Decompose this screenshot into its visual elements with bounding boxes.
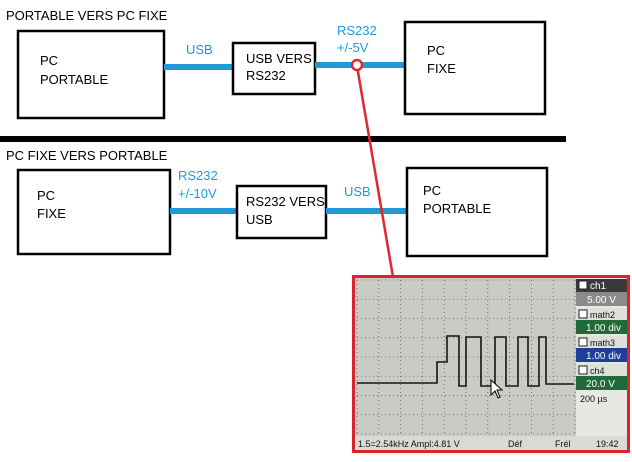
box-pc-portable-top	[16, 29, 166, 120]
box-pc-portable-bottom	[405, 166, 549, 258]
box-usb-to-rs232	[231, 41, 317, 96]
box-pc-fixe-top	[403, 20, 547, 116]
link-label-top-rs232: RS232	[337, 23, 377, 38]
channel-math3-value: 1.00 div	[586, 351, 621, 362]
scope-clock: 19:42	[596, 439, 619, 449]
channel-ch1-value-bg	[576, 292, 627, 306]
channel-ch4-header	[576, 364, 627, 376]
scope-waveform	[357, 335, 574, 387]
box-label-bottom-mid-2: USB	[246, 212, 273, 227]
box-label-bottom-left-2: FIXE	[37, 206, 66, 221]
scope-grid	[356, 279, 576, 435]
box-label-bottom-right-1: PC	[423, 183, 441, 198]
channel-ch1-header	[576, 279, 627, 292]
box-label-top-mid-1: USB VERS	[246, 51, 312, 66]
section-title-top: PORTABLE VERS PC FIXE	[6, 8, 168, 23]
link-label-bottom-usb: USB	[344, 184, 371, 199]
box-label-bottom-right-2: PORTABLE	[423, 201, 491, 216]
box-label-top-left-2: PORTABLE	[40, 72, 108, 87]
box-label-bottom-mid-1: RS232 VERS	[246, 194, 325, 209]
channel-math2-value: 1.00 div	[586, 323, 621, 334]
link-label-top-usb: USB	[186, 42, 213, 57]
channel-ch1-name: ch1	[590, 281, 607, 292]
channel-ch4-name: ch4	[590, 366, 605, 376]
link-label-top-voltage: +/-5V	[337, 40, 369, 55]
section-title-bottom: PC FIXE VERS PORTABLE	[6, 148, 168, 163]
channel-ch4-value-bg	[576, 376, 627, 390]
channel-ch4-value: 20.0 V	[586, 379, 615, 390]
diagram-fixe-to-portable: PC FIXE VERS PORTABLE PC FIXE RS232 +/-1…	[6, 148, 549, 258]
channel-math2-header	[576, 308, 627, 320]
scope-channel-math2[interactable]: math2 1.00 div	[576, 308, 627, 334]
channel-ch4-checkbox[interactable]	[578, 365, 588, 375]
box-pc-fixe-bottom	[16, 168, 172, 256]
box-label-bottom-left-1: PC	[37, 188, 55, 203]
mouse-cursor-icon	[490, 378, 504, 399]
channel-ch1-value: 5.00 V	[587, 295, 616, 306]
channel-math2-name: math2	[590, 310, 615, 320]
channel-math3-checkbox[interactable]	[578, 337, 588, 347]
scope-mode-frel[interactable]: Frél	[555, 439, 571, 449]
box-label-top-left-1: PC	[40, 53, 58, 68]
scope-mode-def[interactable]: Déf	[508, 439, 523, 449]
channel-math3-name: math3	[590, 338, 615, 348]
scope-channel-ch1[interactable]: ch1 5.00 V	[576, 279, 627, 306]
channel-math2-value-bg	[576, 320, 627, 334]
channel-math2-checkbox[interactable]	[578, 309, 588, 319]
oscilloscope-capture: ch1 5.00 V math2 1.00 div math3 1.00 div	[352, 275, 630, 453]
diagram-portable-to-fixe: PORTABLE VERS PC FIXE PC PORTABLE USB US…	[6, 8, 547, 120]
box-label-top-right-2: FIXE	[427, 61, 456, 76]
scope-channel-math3[interactable]: math3 1.00 div	[576, 336, 627, 362]
box-label-top-mid-2: RS232	[246, 68, 286, 83]
channel-ch1-checkbox[interactable]	[578, 280, 588, 290]
scope-status-bar	[355, 436, 627, 450]
channel-math3-header	[576, 336, 627, 348]
scope-channel-ch4[interactable]: ch4 20.0 V	[576, 364, 627, 390]
channel-math3-value-bg	[576, 348, 627, 362]
probe-point-icon	[350, 58, 364, 72]
box-rs232-to-usb	[235, 184, 328, 240]
probe-connector-line	[355, 65, 395, 278]
link-label-bottom-rs232: RS232	[178, 168, 218, 183]
scope-timebase: 200 µs	[580, 394, 608, 404]
link-label-bottom-voltage: +/-10V	[178, 186, 217, 201]
box-label-top-right-1: PC	[427, 43, 445, 58]
scope-measure-readout: 1.5=2.54kHz Ampl:4.81 V	[358, 439, 460, 449]
